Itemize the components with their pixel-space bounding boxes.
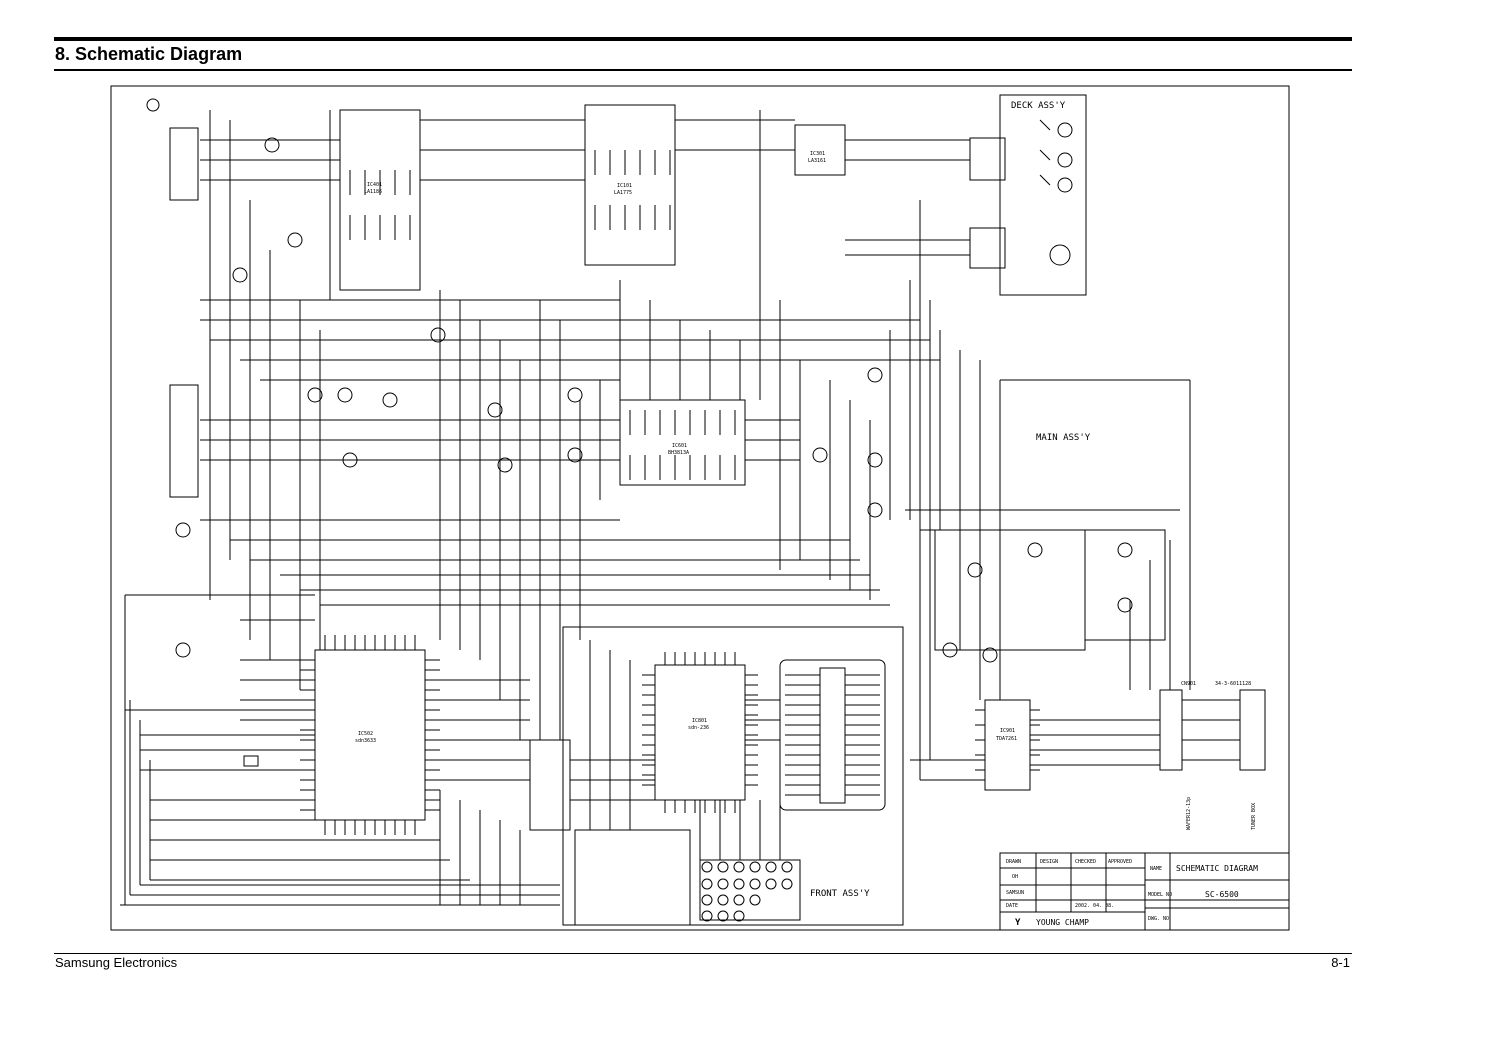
main-assy-label: MAIN ASS'Y <box>1036 433 1091 443</box>
ic301-part: LA3161 <box>808 158 826 164</box>
tb-model-label: MODEL NO <box>1148 892 1172 898</box>
ic601-body <box>619 399 746 486</box>
tb-date-value: 2002. 04. 08. <box>1075 903 1114 909</box>
deck-assy-label: DECK ASS'Y <box>1011 101 1066 111</box>
ic901-body <box>984 699 1031 791</box>
ic101-body <box>584 104 676 266</box>
tb-design: DESIGN <box>1040 859 1058 865</box>
tb-model-value: SC-6500 <box>1205 890 1239 899</box>
ic401-part: LA1186 <box>364 189 382 195</box>
region-psu <box>1084 529 1166 641</box>
cn901-spec: 34-3-6011128 <box>1215 681 1251 687</box>
display-block <box>779 659 886 811</box>
region-key-matrix <box>699 859 801 921</box>
tb-logo-mark: Y <box>1015 918 1021 928</box>
ic502-part: sdn3633 <box>355 738 376 744</box>
ic801-part: sdn-236 <box>688 725 709 731</box>
tb-approved: APPROVED <box>1108 859 1132 865</box>
tuner-box-label: TUNER BOX <box>1251 803 1257 830</box>
cn901-ref: CN901 <box>1181 681 1196 687</box>
footer-page-number: 8-1 <box>1331 955 1350 970</box>
region-keys <box>574 829 691 926</box>
region-amp <box>934 529 1086 651</box>
ic601-part: BH3813A <box>668 450 689 456</box>
ic601-ref: IC601 <box>672 443 687 449</box>
footer-company: Samsung Electronics <box>55 955 178 970</box>
tb-checked: CHECKED <box>1075 859 1096 865</box>
connector-deck-a <box>969 137 1006 181</box>
header-bottom-rule <box>54 69 1352 71</box>
ic401-body <box>339 109 421 291</box>
ic301-body <box>794 124 846 176</box>
schematic-border <box>110 85 1290 931</box>
ic401-ref: IC401 <box>367 182 382 188</box>
tb-name-value: SCHEMATIC DIAGRAM <box>1176 864 1258 873</box>
connector-tuner <box>1239 689 1266 771</box>
footer-rule <box>54 953 1352 954</box>
connector-top-left <box>169 127 199 201</box>
page-title: 8. Schematic Diagram <box>55 44 243 64</box>
deck-assy-box <box>999 94 1087 296</box>
connector-deck-b <box>969 227 1006 269</box>
ic901-ref: IC901 <box>1000 728 1015 734</box>
tb-name-label: NAME <box>1150 866 1162 872</box>
ic502-ref: IC502 <box>358 731 373 737</box>
ic801-body <box>654 664 746 801</box>
ic101-ref: IC101 <box>617 183 632 189</box>
front-assy-box <box>562 626 904 926</box>
tb-date-label: DATE <box>1006 903 1018 909</box>
ic301-ref: IC301 <box>810 151 825 157</box>
connector-cn901 <box>1159 689 1183 771</box>
header-top-rule <box>54 37 1352 41</box>
tb-signer1: OH <box>1012 874 1018 880</box>
connector-mid-left <box>169 384 199 498</box>
tb-drawn: DRAWN <box>1006 859 1021 865</box>
wafer-label: WAFER12-13p <box>1186 797 1192 830</box>
display-center-strip <box>819 667 846 804</box>
ic101-part: LA1775 <box>614 190 632 196</box>
connector-front <box>529 739 571 831</box>
tb-signer2: SAMSUN <box>1006 890 1024 896</box>
ic801-ref: IC801 <box>692 718 707 724</box>
ic901-part: TDA7261 <box>996 736 1017 742</box>
tb-company: YOUNG CHAMP <box>1036 918 1089 927</box>
front-assy-label: FRONT ASS'Y <box>810 889 870 899</box>
tb-dwg-label: DWG. NO <box>1148 916 1169 922</box>
